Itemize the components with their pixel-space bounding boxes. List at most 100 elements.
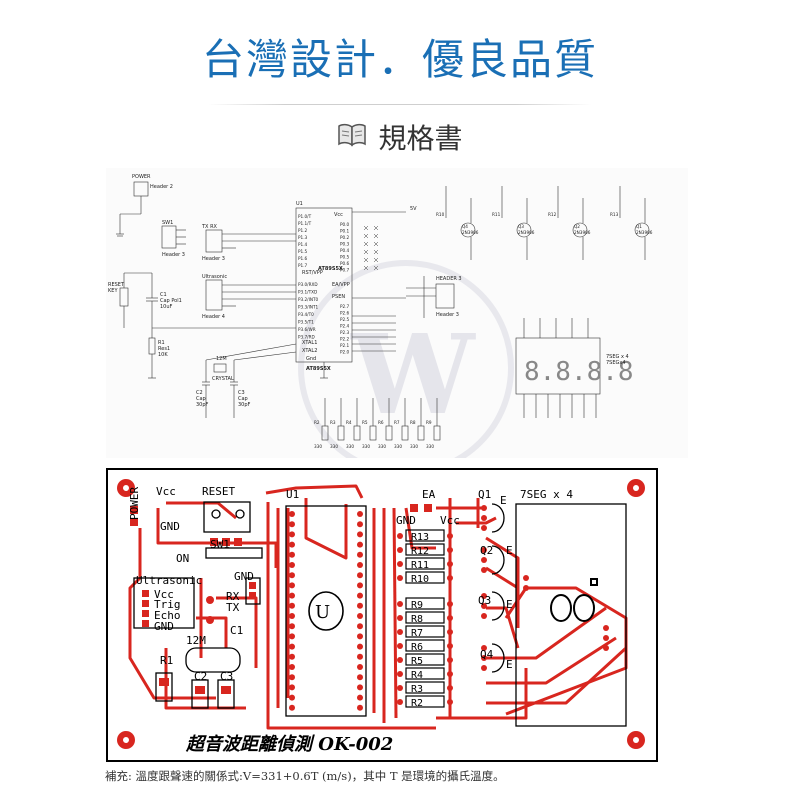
schem-pin-left: P3.4/T0: [298, 312, 314, 317]
schem-pin-right: P0.5: [340, 255, 350, 260]
u1-pin: [289, 602, 295, 609]
schem-c3-val: 30pF: [238, 402, 251, 408]
u1-pin: [357, 704, 363, 711]
u1-pin: [357, 664, 363, 670]
schem-reset: RESET: [108, 282, 125, 288]
schem-pin-left: P1.7: [298, 263, 308, 268]
schem-pin-right: P0.0: [340, 222, 350, 227]
u1-pin: [289, 704, 295, 711]
seg-outline: [515, 503, 627, 727]
schem-transistor: Q2: [574, 224, 580, 229]
schem-pin-left: P1.2: [298, 228, 308, 233]
watermark-logo: W: [298, 260, 514, 458]
pcb-rx: RX: [226, 590, 240, 603]
pcb-u-gnd: GND: [154, 620, 174, 633]
schem-pin-right: P2.4: [340, 324, 350, 329]
pcb-q1: Q1: [478, 488, 491, 501]
schem-pin-right: P2.5: [340, 317, 350, 322]
u1-pin: [289, 633, 295, 640]
pcb-resistor: R11: [397, 557, 453, 571]
schem-r1-val: 10K: [158, 352, 168, 358]
pcb-tx: TX: [226, 601, 240, 614]
schem-c2-type: Cap: [196, 396, 206, 402]
schem-pin-right: P2.6: [340, 311, 350, 316]
pcb-power: POWER: [128, 487, 141, 520]
u1-pin: [289, 643, 295, 650]
pcb-resistor: R9: [397, 597, 453, 611]
schem-pin-right: P2.7: [340, 304, 350, 309]
schem-pin-right: P2.2: [340, 337, 350, 342]
pcb-resistor-label: R8: [411, 614, 423, 625]
pcb-ultrasonic: Ultrasonic: [136, 574, 202, 587]
u1-pin: [357, 684, 363, 691]
pcb-resistor-label: R2: [411, 698, 423, 709]
pcb-vcc2: Vcc: [440, 514, 460, 527]
schem-txrx-hdr: Header 3: [202, 256, 225, 262]
schem-pin-left: P3.3/INT1: [298, 305, 319, 310]
schem-pin-right: P2.0: [340, 350, 350, 355]
pcb-u-vcc: Vcc: [154, 588, 174, 601]
schem-transistor-res: R10: [436, 212, 445, 217]
u1-pin: [289, 551, 295, 558]
pcb-resistor-label: R13: [411, 532, 429, 543]
u1-pin: [357, 602, 363, 609]
schem-bottom-res-val: 330: [314, 444, 322, 449]
pcb-e4: E: [506, 658, 513, 671]
u1-pin: [289, 562, 295, 568]
schem-c1-val: 10uF: [160, 304, 173, 310]
schem-c2-val: 30pF: [196, 402, 209, 408]
u1-pin: [289, 694, 295, 701]
schem-ea: EA/VPP: [332, 282, 350, 288]
u1-pin: [289, 541, 295, 548]
svg-text:8.8.8.8: 8.8.8.8: [524, 357, 634, 387]
schem-transistor-part: 2N3906: [574, 230, 591, 235]
pcb-c3: C3: [220, 670, 233, 683]
schem-reset-key: KEY: [108, 288, 118, 294]
u1-pin: [289, 521, 295, 528]
pcb-resistor: R8: [397, 611, 453, 625]
schem-pin-right: P0.2: [340, 235, 350, 240]
u1-pin: [357, 694, 363, 701]
schem-c3: C3: [238, 390, 245, 396]
u1-pin: [289, 572, 295, 579]
pcb-on: ON: [176, 552, 189, 565]
schem-bottom-res: R4: [346, 420, 352, 425]
u1-pin: [289, 664, 295, 670]
schem-5v: 5V: [410, 206, 417, 212]
headline: 台灣設計．優良品質: [201, 35, 598, 84]
schem-pin-right: P0.4: [340, 248, 350, 253]
pcb-reset: RESET: [202, 485, 235, 498]
pcb-resistor: R4: [397, 667, 453, 681]
schem-pin-left: P1.4: [298, 242, 308, 247]
u1-pin: [357, 531, 363, 538]
schem-bottom-res-val: 330: [346, 444, 354, 449]
schem-pin-left: P1.5: [298, 249, 308, 254]
pcb-c2: C2: [194, 670, 207, 683]
schem-ultrasonic: Ultrasonic: [202, 274, 227, 280]
pcb-gnd2: GND: [396, 514, 416, 527]
schem-pin-right: P0.6: [340, 261, 350, 266]
chip-logo: U: [308, 591, 344, 631]
schem-bottom-res: R8: [410, 420, 416, 425]
pcb-resistor: R5: [397, 653, 453, 667]
open-book-icon: [337, 123, 367, 151]
u1-pin: [289, 684, 295, 691]
schem-r1: R1: [158, 340, 165, 346]
pcb-7seg: 7SEG x 4: [520, 488, 573, 501]
schem-c2: C2: [196, 390, 203, 396]
schem-transistor-part: 2N3906: [462, 230, 479, 235]
pcb-sw1: SW1: [210, 538, 230, 551]
svg-text:W: W: [350, 310, 476, 439]
u1-pin: [289, 511, 295, 517]
schem-pin-left: P3.6/WR: [298, 327, 316, 332]
schem-pin-right: P0.7: [340, 268, 350, 273]
pcb-resistor: R10: [397, 571, 453, 585]
pcb-vcc: Vcc: [156, 485, 176, 498]
schem-transistor-res: R13: [610, 212, 619, 217]
u1-pin: [289, 623, 295, 630]
schem-xtal1: XTAL1: [302, 340, 317, 346]
schem-transistor: Q1: [636, 224, 642, 229]
schem-bottom-res: R5: [362, 420, 368, 425]
u1-pin: [357, 551, 363, 558]
pcb-u-echo: Echo: [154, 609, 181, 622]
